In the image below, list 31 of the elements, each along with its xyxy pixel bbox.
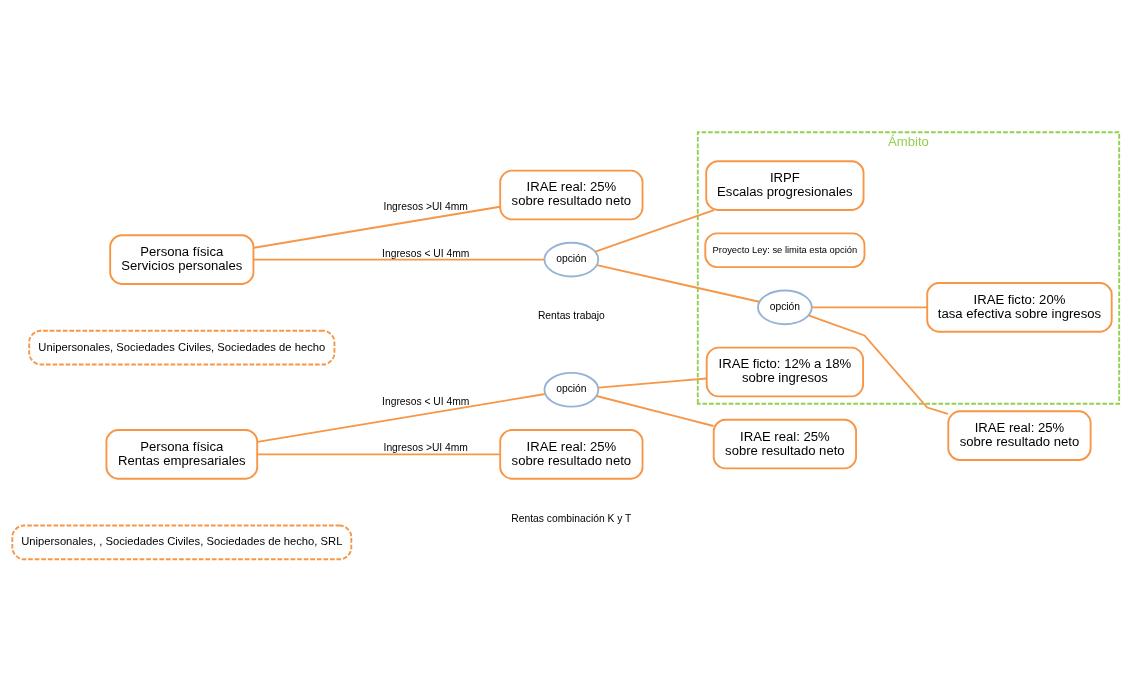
node-box: Unipersonales, Sociedades Civiles, Sociedades de hecho xyxy=(28,329,336,366)
node-box: Proyecto Ley: se limita esta opción xyxy=(704,232,866,268)
connector xyxy=(256,453,502,456)
node-box: IRAE ficto: 12% a 18% sobre ingresos xyxy=(705,346,864,398)
node-box: Persona física Servicios personales xyxy=(109,234,255,285)
connector xyxy=(594,209,715,253)
label: Rentas trabajo xyxy=(537,310,605,322)
label: Rentas combinación K y T xyxy=(511,512,632,524)
edge-label: Ingresos >UI 4mm xyxy=(383,200,468,212)
connector xyxy=(595,395,715,427)
node-box: Persona física Rentas empresariales xyxy=(105,429,259,480)
node-box: IRPF Escalas progresionales xyxy=(705,160,865,211)
node-box: IRAE real: 25% sobre resultado neto xyxy=(712,418,857,470)
edge-label: Ingresos < UI 4mm xyxy=(382,395,470,407)
connector xyxy=(252,205,502,249)
edge-label: Ingresos < UI 4mm xyxy=(382,247,470,259)
node-ellipse: opción xyxy=(543,241,600,278)
node-box: Unipersonales, , Sociedades Civiles, Sociedades de hecho, SRL xyxy=(11,524,353,561)
connector xyxy=(811,306,929,309)
node-box: IRAE ficto: 20% tasa efectiva sobre ingresos xyxy=(926,282,1113,333)
connector xyxy=(597,377,708,389)
edge-label: Ingresos >UI 4mm xyxy=(383,442,468,454)
connector xyxy=(256,393,547,443)
connector xyxy=(596,264,760,303)
node-box: IRAE real: 25% sobre resultado neto xyxy=(499,429,644,480)
node-box: IRAE real: 25% sobre resultado neto xyxy=(947,410,1092,461)
connector xyxy=(252,258,546,261)
node-ellipse: opción xyxy=(543,371,600,408)
node-ellipse: opción xyxy=(757,289,813,326)
connector xyxy=(807,314,949,415)
node-box: IRAE real: 25% sobre resultado neto xyxy=(499,169,644,221)
